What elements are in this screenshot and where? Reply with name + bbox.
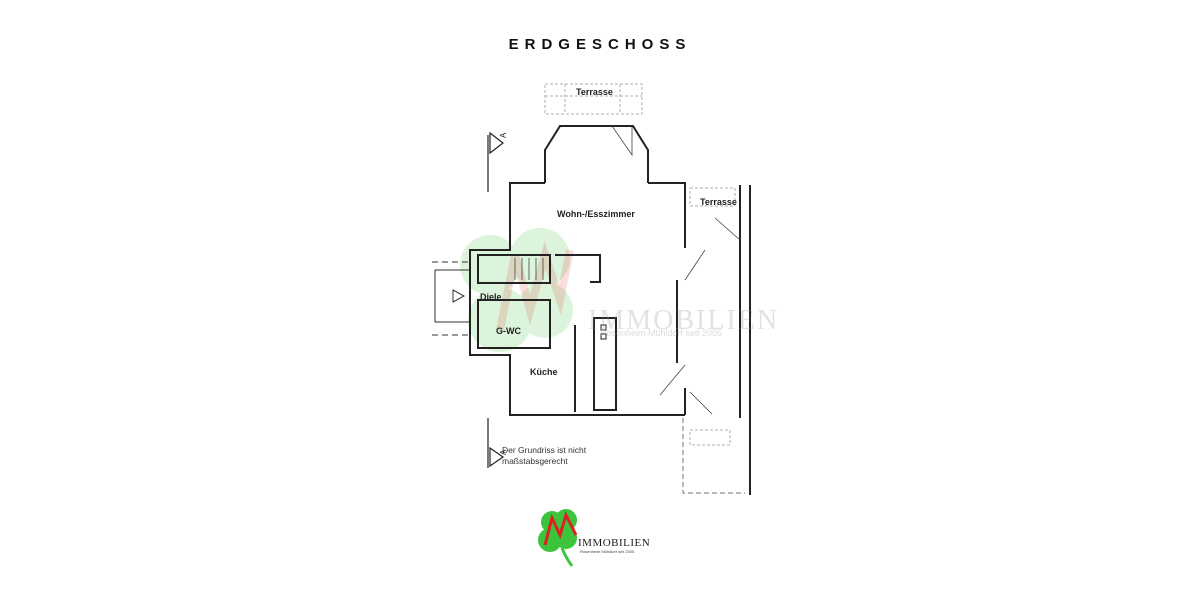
watermark-subtext: Rosenheim Mühldorf seit 2005 — [600, 328, 723, 338]
section-marker-top — [487, 131, 504, 192]
room-label-wohn-esszimmer: Wohn-/Esszimmer — [557, 209, 635, 219]
logo-clover-icon — [538, 509, 578, 567]
room-label-terrasse-right: Terrasse — [700, 197, 737, 207]
logo-subtext: Rosenheim Mühldorf seit 2005 — [580, 549, 635, 554]
svg-text:A: A — [499, 449, 508, 455]
room-label-kueche: Küche — [530, 367, 558, 377]
page-title: ERDGESCHOSS — [508, 36, 692, 53]
section-marker-bottom — [487, 418, 505, 468]
svg-text:A: A — [499, 132, 508, 138]
room-label-diele: Diele — [480, 292, 502, 302]
room-label-gwc: G-WC — [496, 326, 521, 336]
logo-text: IMMOBILIEN — [578, 537, 651, 549]
scale-note: Der Grundriss ist nicht maßstabsgerecht — [502, 445, 587, 466]
watermark-text: IMMOBILIEN — [588, 305, 780, 336]
room-label-terrasse-top: Terrasse — [576, 87, 613, 97]
